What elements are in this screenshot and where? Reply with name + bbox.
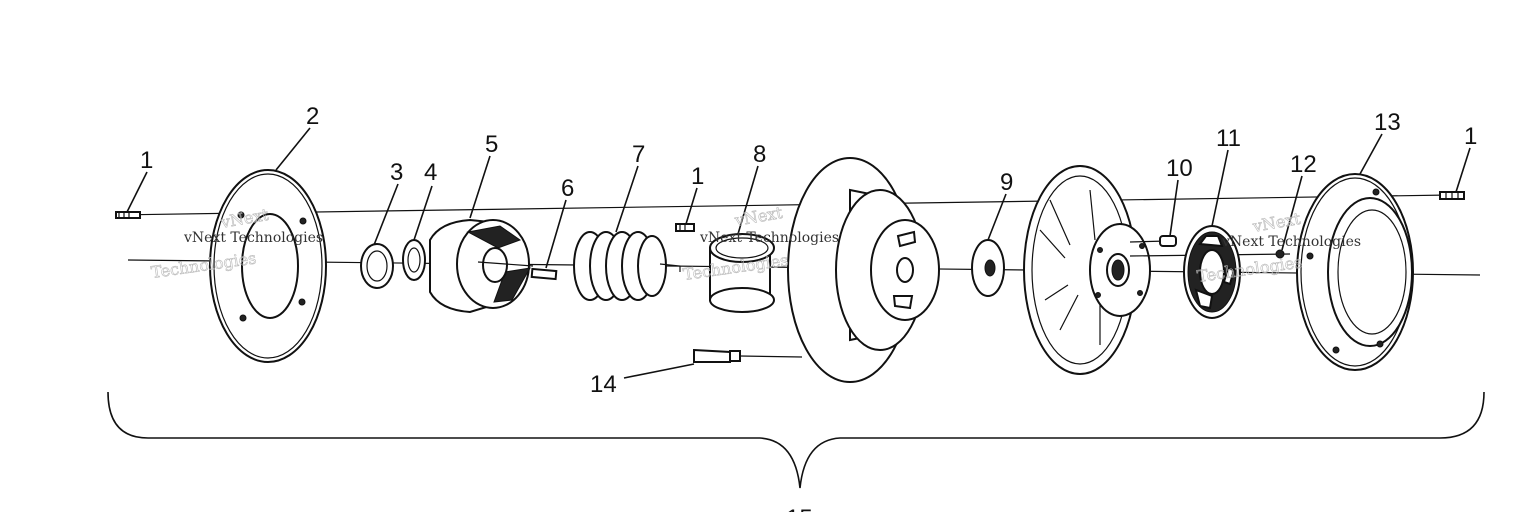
part-3-snap-ring xyxy=(360,243,394,289)
callout-12: 12 xyxy=(1290,151,1317,178)
callout-1-right: 1 xyxy=(1464,123,1477,150)
callout-7: 7 xyxy=(632,141,645,168)
part-14-pin xyxy=(623,348,803,379)
part-7-spring xyxy=(573,231,681,301)
svg-text:vNext Technologies: vNext Technologies xyxy=(183,230,323,246)
callout-13: 13 xyxy=(1374,109,1401,136)
callout-8: 8 xyxy=(753,141,766,168)
part-13-cover-plate xyxy=(1296,173,1414,371)
part-1-left-bolt xyxy=(115,211,141,219)
callout-4: 4 xyxy=(424,159,437,186)
bolt-axis-line-upper xyxy=(114,194,1451,216)
part-5-spider-cam xyxy=(429,218,534,314)
moveable-sheave xyxy=(787,157,940,383)
callout-14: 14 xyxy=(590,371,617,398)
part-4-washer xyxy=(402,239,426,281)
callout-1-mid: 1 xyxy=(691,163,704,190)
callout-3: 3 xyxy=(390,159,403,186)
svg-text:vNext Technologies: vNext Technologies xyxy=(1221,234,1361,250)
callout-1-left: 1 xyxy=(140,147,153,174)
callout-10: 10 xyxy=(1166,155,1193,182)
part-10-bushing xyxy=(1159,235,1177,247)
part-8-bushing xyxy=(709,233,775,313)
part-2-cover-plate xyxy=(209,169,327,363)
callout-9: 9 xyxy=(1000,169,1013,196)
part-9-washer xyxy=(971,239,1005,297)
svg-text:vNext: vNext xyxy=(1250,209,1302,236)
callout-6: 6 xyxy=(561,175,574,202)
leader-lines xyxy=(126,127,1471,269)
part-1-right-bolt xyxy=(1439,191,1465,200)
callout-11: 11 xyxy=(1216,125,1241,152)
callout-numbers: 1 2 3 4 5 6 7 1 8 9 10 11 12 13 1 14 15 xyxy=(140,103,1477,512)
callout-2: 2 xyxy=(306,103,319,130)
fixed-sheave xyxy=(1023,165,1291,375)
part-1-mid-bolt xyxy=(675,223,695,232)
part-11-plate xyxy=(1183,225,1241,319)
svg-text:vNext: vNext xyxy=(732,203,784,230)
part-6-key xyxy=(530,267,558,281)
callout-15: 15 xyxy=(786,505,813,512)
assembly-bracket xyxy=(107,391,1485,489)
part-12-screw xyxy=(1275,249,1285,259)
callout-5: 5 xyxy=(485,131,498,158)
svg-text:vNext Technologies: vNext Technologies xyxy=(699,230,839,246)
